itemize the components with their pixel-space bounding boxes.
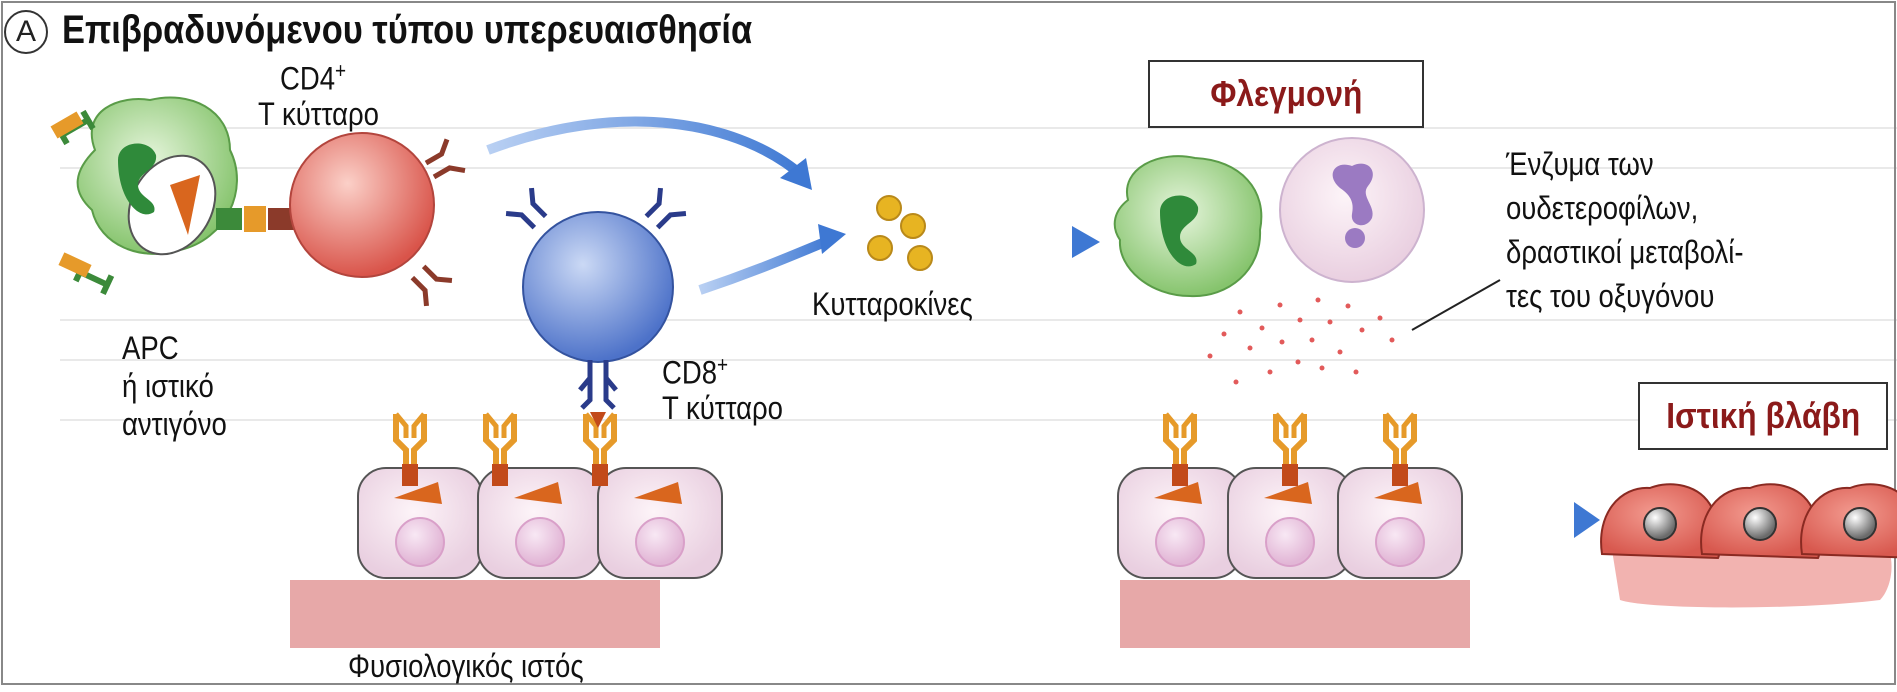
tissue-injury-box: Ιστική βλάβη — [1638, 382, 1888, 450]
arrow-cd8-to-cytokines — [700, 240, 830, 290]
released-enzymes — [1208, 298, 1395, 385]
enzymes-label-line1: Ένζυμα των — [1506, 146, 1654, 183]
arrow-cd4-to-cytokines — [488, 122, 805, 178]
enzymes-label-line2: ουδετεροφίλων, — [1506, 190, 1698, 227]
panel-title: Επιβραδυνόμενου τύπου υπερευαισθησία — [62, 8, 752, 53]
cd8-label: CD8+ — [662, 352, 728, 391]
apc-label-line1: APC — [122, 330, 179, 367]
cd8-label-line2: T κύτταρο — [662, 390, 783, 427]
macrophage — [1115, 156, 1262, 296]
inflammation-box: Φλεγμονή — [1148, 60, 1424, 128]
inflammation-label: Φλεγμονή — [1210, 73, 1362, 115]
enzymes-pointer — [1412, 280, 1500, 330]
cytokine-dots — [868, 196, 932, 270]
enzymes-label-line3: δραστικοί μεταβολί- — [1506, 234, 1744, 271]
cd8-t-cell — [523, 212, 673, 362]
cytokines-label: Κυτταροκίνες — [812, 286, 973, 323]
cd4-label-line2: T κύτταρο — [258, 96, 379, 133]
basement-membrane — [290, 580, 660, 648]
normal-tissue-label: Φυσιολογικός ιστός — [348, 648, 584, 685]
cd4-t-cell — [290, 133, 434, 277]
cd4-label: CD4+ — [280, 58, 346, 97]
tissue-injury-label: Ιστική βλάβη — [1666, 395, 1860, 437]
neutrophil — [1280, 138, 1424, 282]
apc-label-line2: ή ιστικό — [122, 368, 214, 405]
basement-membrane-2 — [1120, 580, 1470, 648]
enzymes-label-line4: τες του οξυγόνου — [1506, 278, 1714, 315]
apc-label-line3: αντιγόνο — [122, 406, 227, 443]
panel-letter: A — [4, 10, 48, 54]
apc-cell — [51, 97, 237, 293]
synapse — [216, 206, 294, 232]
